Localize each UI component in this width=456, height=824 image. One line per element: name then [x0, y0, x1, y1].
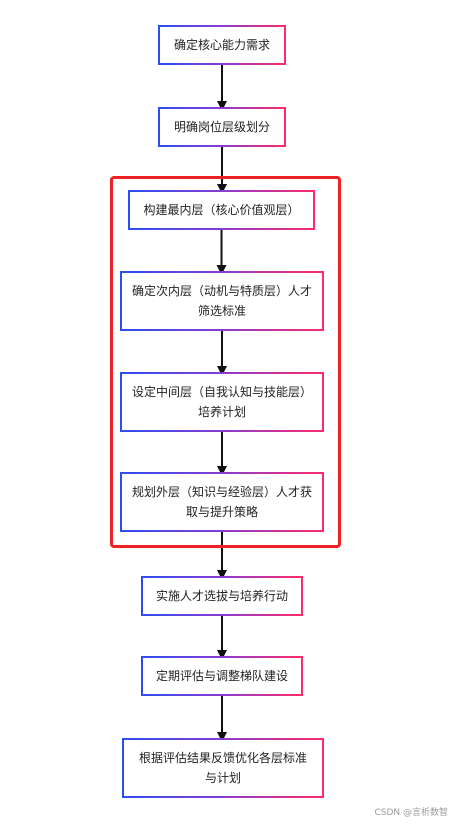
node-knowledge-experience-layer: 规划外层（知识与经验层）人才获取与提升策略 — [120, 472, 324, 532]
node-label: 实施人才选拔与培养行动 — [155, 589, 288, 603]
node-feedback-optimization: 根据评估结果反馈优化各层标准与计划 — [122, 738, 324, 798]
node-define-position-levels: 明确岗位层级划分 — [158, 107, 286, 147]
node-confirm-core-ability: 确定核心能力需求 — [158, 25, 286, 65]
node-label: 构建最内层（核心价值观层） — [143, 203, 300, 217]
highlight-group-frame — [110, 176, 341, 548]
node-label: 确定次内层（动机与特质层）人才筛选标准 — [132, 284, 313, 318]
node-self-cognition-skills-layer: 设定中间层（自我认知与技能层）培养计划 — [120, 372, 324, 432]
watermark: CSDN @言析数智 — [374, 808, 448, 818]
node-label: 确定核心能力需求 — [173, 38, 270, 52]
node-label: 设定中间层（自我认知与技能层）培养计划 — [132, 385, 313, 419]
node-label: 定期评估与调整梯队建设 — [155, 669, 288, 683]
node-implement-selection-training: 实施人才选拔与培养行动 — [141, 576, 303, 616]
node-label: 规划外层（知识与经验层）人才获取与提升策略 — [132, 485, 313, 519]
node-label: 根据评估结果反馈优化各层标准与计划 — [138, 751, 307, 785]
node-core-values-layer: 构建最内层（核心价值观层） — [128, 190, 315, 230]
node-label: 明确岗位层级划分 — [173, 120, 270, 134]
node-regular-evaluation-adjustment: 定期评估与调整梯队建设 — [141, 656, 303, 696]
node-motivation-traits-layer: 确定次内层（动机与特质层）人才筛选标准 — [120, 271, 324, 331]
